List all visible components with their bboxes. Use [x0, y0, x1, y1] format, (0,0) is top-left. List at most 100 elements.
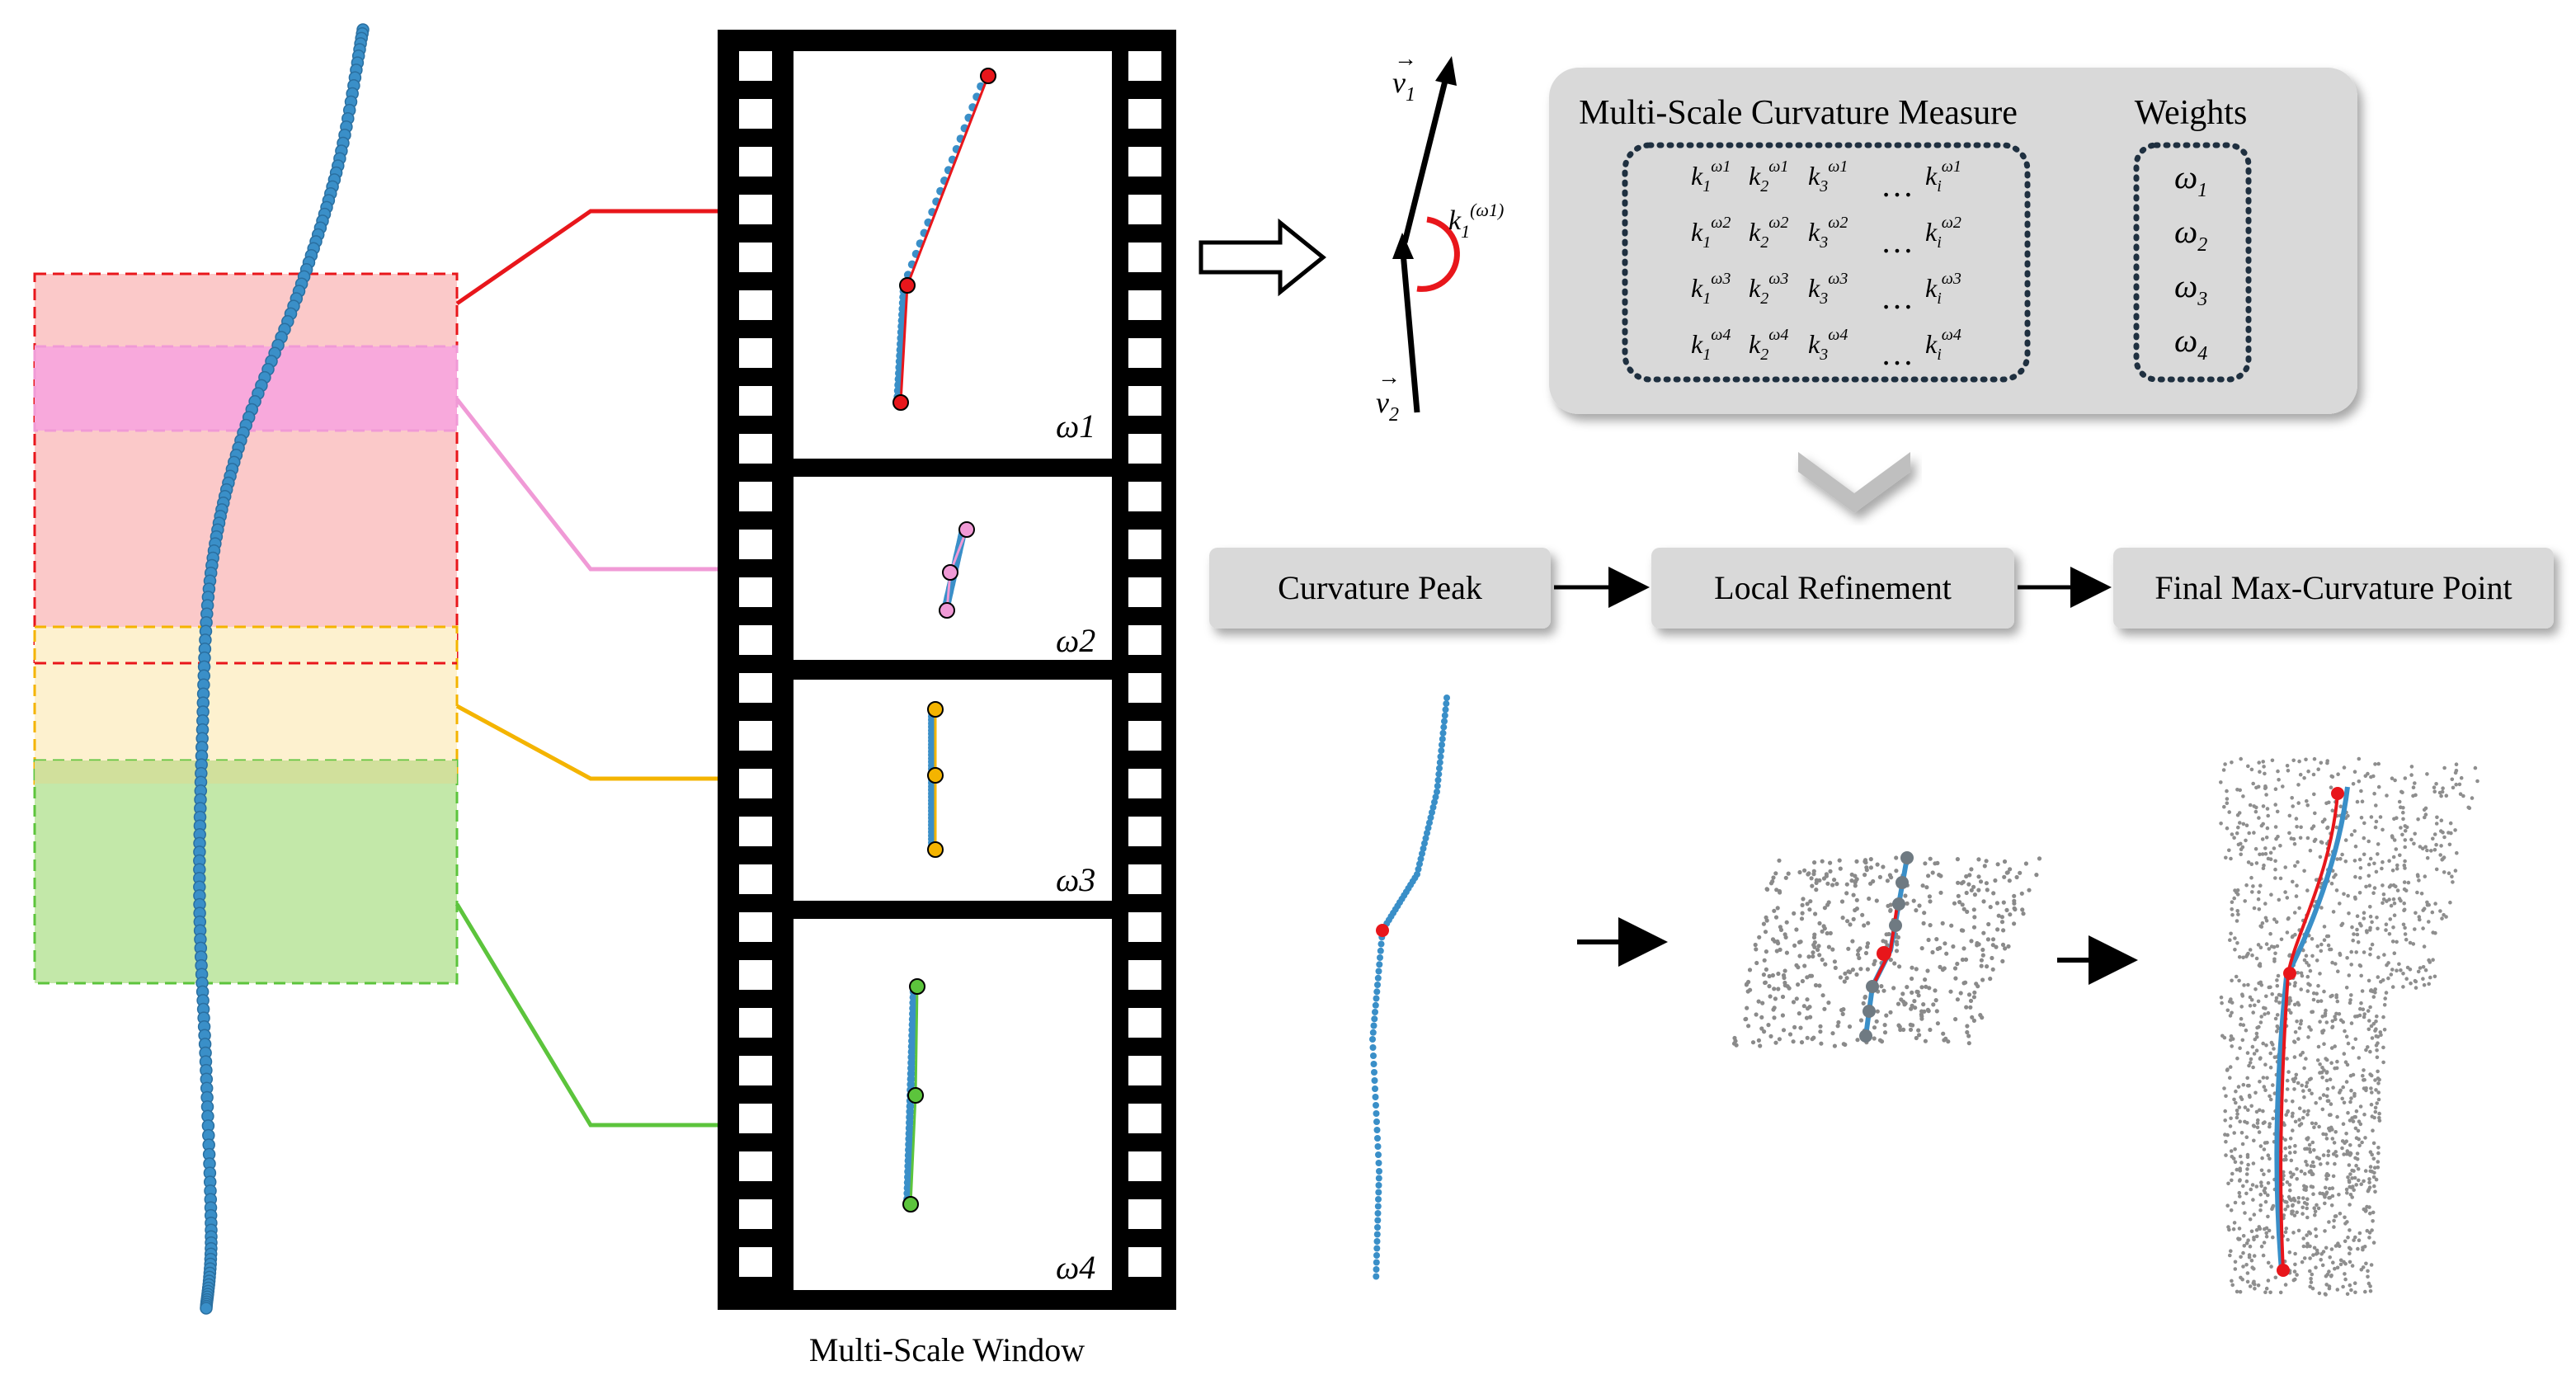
cloud-point [1764, 918, 1769, 923]
film-caption: Multi-Scale Window [809, 1331, 1085, 1368]
cloud-point [2331, 910, 2336, 914]
cloud-point [2246, 860, 2251, 864]
cloud-point [2323, 1201, 2327, 1206]
cloud-point [2292, 1213, 2297, 1217]
cloud-point [1811, 869, 1816, 874]
cloud-point [2381, 1015, 2385, 1019]
cloud-point [1953, 976, 1958, 981]
cloud-point [2291, 1231, 2296, 1235]
cloud-point [1764, 949, 1768, 954]
cloud-point [2233, 888, 2237, 892]
cloud-point [2295, 1210, 2299, 1215]
cloud-point [2224, 1139, 2228, 1144]
cloud-point [2416, 874, 2420, 878]
cloud-point [2378, 815, 2383, 819]
cloud-point [2269, 1040, 2274, 1045]
cloud-point [2289, 1158, 2294, 1163]
cloud-point [1846, 969, 1851, 974]
cloud-point [2263, 1290, 2268, 1294]
cloud-point [2357, 963, 2362, 968]
cloud-point [2316, 1206, 2321, 1211]
cloud-point [2362, 1012, 2366, 1016]
cloud-point [1928, 1027, 1933, 1033]
cloud-point [2411, 942, 2416, 946]
sprocket-hole [1128, 577, 1161, 607]
cloud-point [2369, 1086, 2373, 1090]
sample-point [1863, 1005, 1876, 1018]
cloud-point [2225, 789, 2229, 793]
cloud-point [2310, 937, 2315, 941]
cloud-point [1976, 888, 1981, 892]
cloud-point [1981, 899, 1986, 904]
cloud-point [2221, 768, 2226, 772]
cloud-point [2371, 1156, 2376, 1161]
cloud-point [2402, 863, 2407, 868]
cloud-point [2338, 1262, 2343, 1267]
cloud-point [2319, 760, 2324, 765]
cloud-point [2392, 901, 2397, 906]
sprocket-hole [1128, 1104, 1161, 1133]
curve-point [1437, 753, 1444, 760]
cloud-point [2230, 978, 2234, 983]
cloud-point [2444, 793, 2449, 798]
cloud-point [2310, 1160, 2315, 1165]
cloud-point [1754, 960, 1759, 966]
cloud-point [2366, 1274, 2370, 1279]
cloud-point [2326, 934, 2331, 939]
curve-point [1439, 729, 1447, 737]
cloud-point [2403, 824, 2408, 828]
cloud-point [2364, 1261, 2368, 1266]
cloud-point [2318, 1096, 2323, 1100]
cloud-point [2219, 995, 2224, 1000]
cloud-point [2389, 972, 2394, 977]
cloud-point [1955, 857, 1960, 862]
cloud-point [1963, 957, 1969, 962]
frame-label-1: ω1 [1056, 407, 1095, 445]
cloud-point [1943, 1036, 1948, 1041]
cloud-point [2389, 903, 2394, 908]
cloud-point [1933, 988, 1938, 993]
cloud-point [1807, 907, 1812, 912]
cloud-point [2376, 1146, 2381, 1150]
cloud-point [2403, 932, 2408, 936]
cloud-point [1920, 883, 1925, 888]
cloud-point [1821, 876, 1827, 881]
cloud-point [2275, 809, 2280, 814]
cloud-point [2334, 888, 2339, 892]
cloud-point [2222, 1086, 2226, 1090]
cloud-point [2337, 1012, 2342, 1016]
cloud-point [2285, 1078, 2290, 1083]
cloud-point [2370, 942, 2375, 947]
vector-v2 [1400, 252, 1420, 413]
sprocket-hole [739, 817, 772, 846]
cloud-point [2265, 807, 2270, 811]
cloud-point [1952, 966, 1958, 971]
cloud-point [2246, 982, 2250, 987]
sprocket-hole [739, 577, 772, 607]
cloud-point [2013, 906, 2018, 912]
cloud-point [2288, 1137, 2293, 1141]
cloud-point [2286, 1008, 2291, 1012]
cloud-point [2314, 1100, 2318, 1105]
cloud-point [2376, 955, 2381, 959]
cloud-point [2241, 822, 2246, 826]
connector-green [454, 902, 718, 1128]
cloud-point [2327, 1269, 2331, 1274]
cloud-point [2391, 925, 2395, 930]
cloud-point [1761, 972, 1766, 977]
connector-red [455, 209, 718, 306]
cloud-point [1800, 902, 1805, 907]
cloud-point [1941, 1031, 1946, 1036]
curvature-symbol: k1ω3 [1691, 270, 1731, 308]
cloud-point [2252, 1052, 2257, 1056]
cloud-point [2293, 1119, 2298, 1124]
cloud-point [2273, 1016, 2278, 1021]
cloud-point [2235, 812, 2240, 817]
cloud-point [2246, 1238, 2250, 1242]
cloud-point [1820, 859, 1825, 864]
cloud-point [1980, 947, 1985, 953]
cloud-point [2417, 878, 2421, 883]
cloud-point [2286, 916, 2291, 921]
cloud-point [2368, 1211, 2372, 1216]
